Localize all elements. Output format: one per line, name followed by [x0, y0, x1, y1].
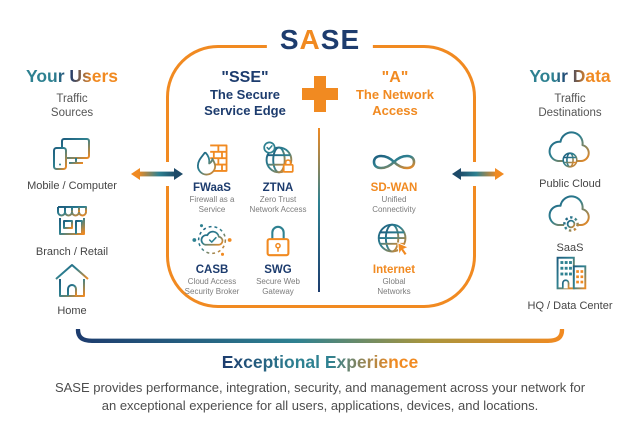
service-name: CASB: [195, 264, 229, 276]
plus-icon: [302, 76, 338, 112]
service-desc-line2: Networks: [377, 286, 411, 296]
destination-saas: SaaS: [510, 192, 630, 254]
source-label: Home: [57, 305, 87, 317]
service-desc-line1: Zero Trust: [259, 195, 297, 204]
public-cloud-icon: [510, 128, 630, 174]
service-desc-line2: Network Access: [249, 204, 307, 214]
destination-public-cloud: Public Cloud: [510, 128, 630, 190]
source-label: Branch / Retail: [35, 246, 109, 258]
mobile-computer-icon: [12, 130, 132, 176]
users-panel-title: Your Users: [2, 66, 142, 87]
sse-subtitle-line1: The Secure: [209, 87, 281, 102]
cloud-network-icon: [178, 219, 246, 261]
data-title-text: Your Data: [529, 66, 611, 86]
double-arrow-icon: [452, 168, 504, 180]
globe-cursor-icon: [352, 219, 436, 261]
service-name: SWG: [264, 264, 292, 276]
data-panel-title: Your Data: [500, 66, 640, 87]
sse-subtitle-line2: Service Edge: [204, 103, 286, 118]
destination-label: SaaS: [556, 242, 584, 254]
saas-cloud-gear-icon: [510, 192, 630, 238]
footer-description: SASE provides performance, integration, …: [50, 379, 590, 415]
access-subtitle-line1: The Network: [355, 87, 434, 102]
access-subtitle-line2: Access: [372, 103, 418, 118]
service-desc-line1: Firewall as a: [189, 195, 235, 204]
hq-data-center-icon: [510, 250, 630, 296]
service-desc-line2: Gateway: [262, 286, 294, 296]
footer-line1: SASE provides performance, integration, …: [54, 380, 586, 395]
service-name: ZTNA: [262, 182, 294, 194]
service-desc-line1: Unified: [381, 195, 407, 204]
footer-line2: an exceptional experience for all users,…: [101, 398, 539, 413]
service-desc-line1: Global: [382, 277, 406, 286]
users-title-text: Your Users: [25, 66, 119, 86]
destination-hq-data-center: HQ / Data Center: [510, 250, 630, 312]
users-subtitle-line1: Traffic: [56, 93, 88, 105]
sase-data-arrow: [450, 162, 506, 186]
title-letter-a: A: [299, 24, 321, 55]
service-desc-line2: Security Broker: [184, 286, 240, 296]
service-name: SD-WAN: [370, 182, 418, 194]
sse-a-divider: [318, 128, 320, 292]
destination-label: HQ / Data Center: [527, 300, 613, 312]
branch-retail-icon: [12, 196, 132, 242]
infinity-icon: [352, 137, 436, 179]
experience-bracket: [75, 329, 565, 345]
service-name: Internet: [372, 264, 416, 276]
title-letter-s1: S: [279, 24, 300, 55]
users-sase-arrow: [129, 162, 185, 186]
double-arrow-icon: [131, 168, 183, 180]
source-home: Home: [12, 255, 132, 317]
experience-heading: Exceptional Experience: [0, 352, 640, 373]
source-mobile-computer: Mobile / Computer: [12, 130, 132, 192]
users-subtitle-line2: Sources: [50, 106, 94, 119]
source-label: Mobile / Computer: [27, 180, 117, 192]
firewall-flame-icon: [178, 137, 246, 179]
service-name: FWaaS: [193, 182, 231, 194]
access-title: "A": [381, 69, 409, 86]
home-icon: [12, 255, 132, 301]
padlock-icon: [244, 219, 312, 261]
source-branch-retail: Branch / Retail: [12, 196, 132, 258]
service-desc-line2: Connectivity: [372, 204, 416, 214]
service-desc-line1: Secure Web: [256, 277, 300, 286]
data-subtitle-line2: Destinations: [538, 106, 602, 119]
users-panel-subtitle: Traffic Sources: [2, 93, 142, 120]
data-subtitle-line1: Traffic: [554, 93, 586, 105]
data-panel-subtitle: Traffic Destinations: [500, 93, 640, 120]
service-desc-line2: Service: [198, 204, 226, 214]
globe-check-lock-icon: [244, 137, 312, 179]
page-title: SASE: [266, 24, 374, 56]
title-letters-se: SE: [320, 24, 361, 55]
service-desc-line1: Cloud Access: [187, 277, 237, 286]
sse-title: "SSE": [221, 69, 269, 86]
destination-label: Public Cloud: [539, 178, 601, 190]
experience-heading-text: Exceptional Experience: [221, 352, 419, 372]
